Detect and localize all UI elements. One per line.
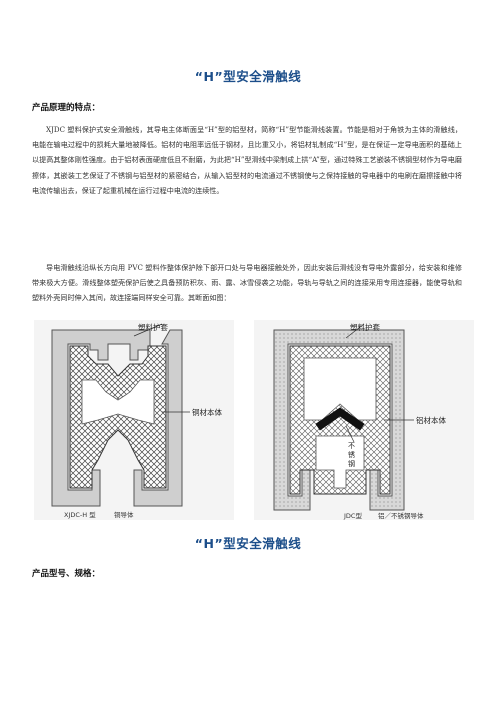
label-steel-3: 钢 xyxy=(348,459,355,468)
caption-model: JDC型 xyxy=(343,511,362,520)
cross-section-drawing-right: 塑料护套 铝材本体 不 锈 钢 JDC型 铝／不锈钢导体 xyxy=(254,320,474,520)
section-heading: 产品原理的特点： xyxy=(32,103,101,113)
label-steel-2: 锈 xyxy=(348,450,355,459)
section-title-2: “H”型安全滑触线 xyxy=(194,536,302,551)
paragraph-protection: 导电滑触线沿纵长方向用 PVC 塑料作整体保护除下部开口处与导电器接触处外，因此… xyxy=(32,263,462,303)
caption-conductor: 铜导体 xyxy=(114,510,134,519)
caption-conductor: 铝／不锈钢导体 xyxy=(378,511,424,520)
label-plastic-sheath: 塑料护套 xyxy=(138,322,168,332)
section-title: “H”型安全滑触线 xyxy=(194,69,302,84)
section-heading-2: 产品型号、规格： xyxy=(32,569,101,579)
cross-section-figure-left: 塑料护套 铜材本体 XJDC-H 型 铜导体 xyxy=(34,320,234,520)
label-aluminum-body: 铝材本体 xyxy=(416,415,446,425)
caption-model: XJDC-H 型 xyxy=(64,510,96,519)
cross-section-drawing-left: 塑料护套 铜材本体 XJDC-H 型 铜导体 xyxy=(34,320,234,520)
cross-section-figure-right: 塑料护套 铝材本体 不 锈 钢 JDC型 铝／不锈钢导体 xyxy=(254,320,474,520)
label-steel-1: 不 xyxy=(348,442,355,450)
label-plastic-sheath: 塑料护套 xyxy=(350,322,380,332)
label-copper-body: 铜材本体 xyxy=(192,407,222,417)
paragraph-principle: XJDC 塑料保护式安全滑触线，其导电主体断面呈“H”型的铝型材，简称“H”型节… xyxy=(32,125,462,195)
